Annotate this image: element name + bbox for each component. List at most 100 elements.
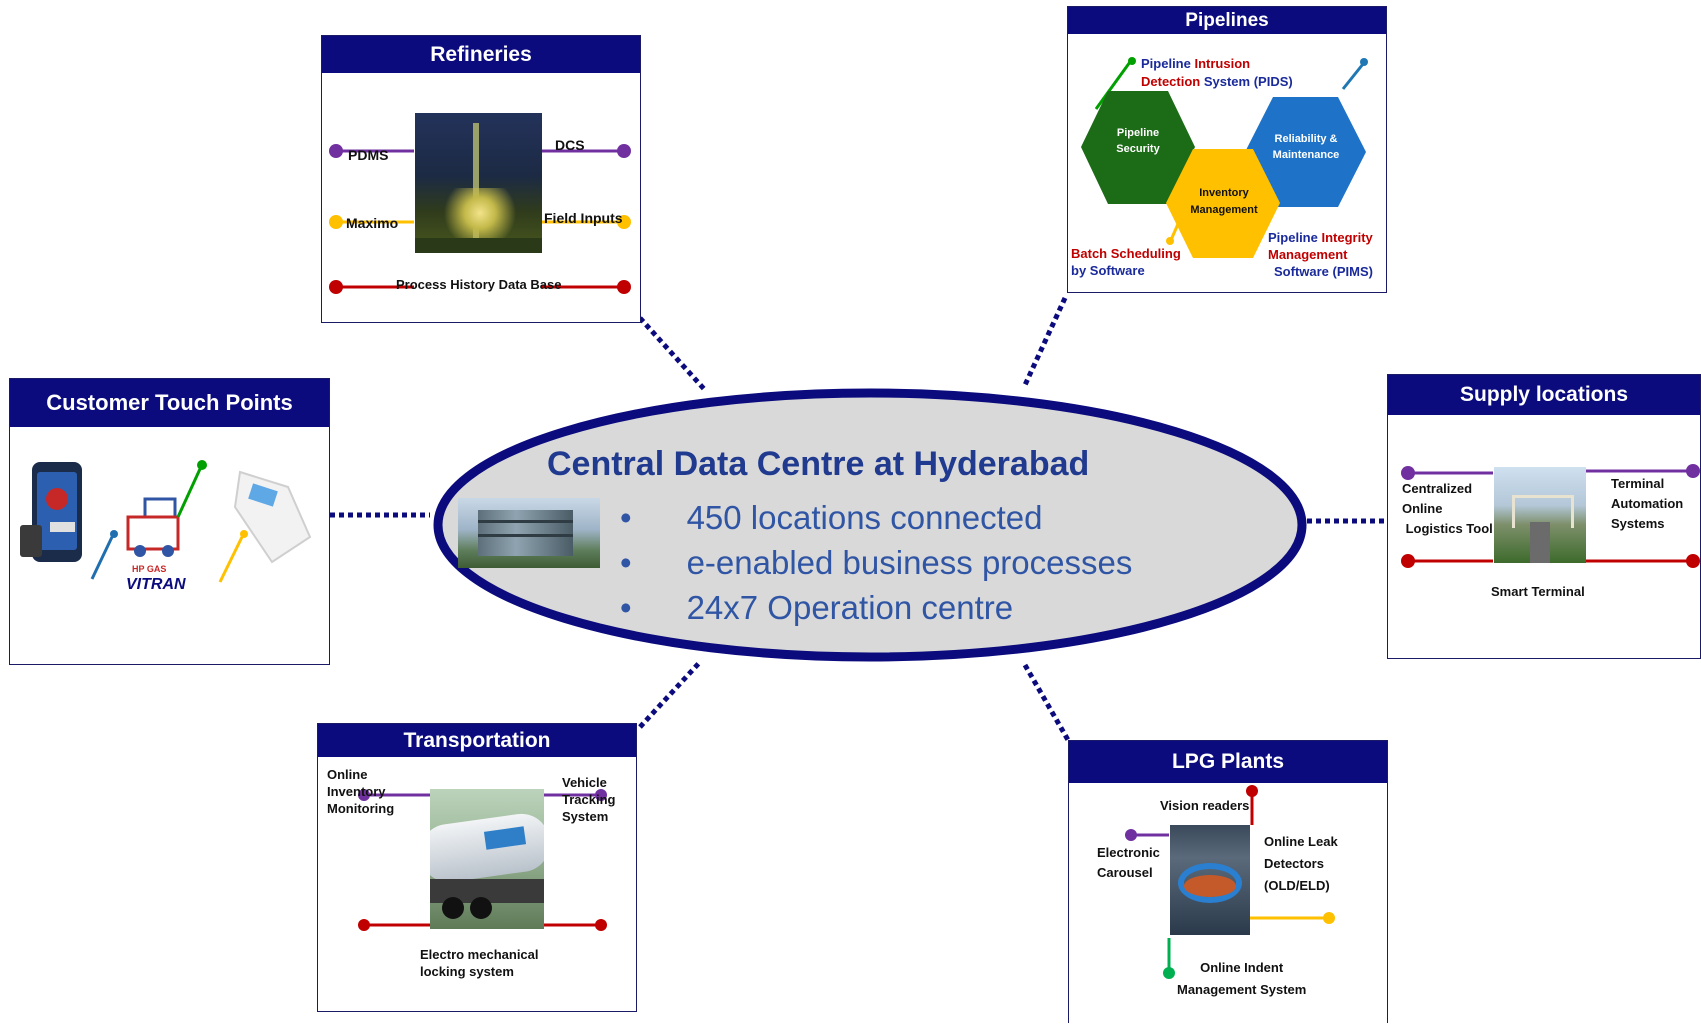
transport-text: locking system bbox=[420, 964, 514, 979]
central-data-centre: Central Data Centre at Hyderabad • 450 l… bbox=[430, 385, 1310, 665]
hex-label-reliability: Reliability &Maintenance bbox=[1258, 131, 1354, 163]
online-indent-label: Online Indent Management System bbox=[1177, 957, 1306, 1001]
supply-locations-card: Supply locations Centralized Online Logi… bbox=[1387, 374, 1701, 659]
tanker-truck-photo bbox=[430, 789, 544, 929]
transport-text: System bbox=[562, 809, 609, 824]
transport-lines bbox=[358, 789, 607, 931]
hp-gas-vitran-logo: HP GAS VITRAN bbox=[126, 497, 186, 593]
pims-text: Management bbox=[1268, 247, 1348, 262]
batch-text: Batch Scheduling bbox=[1071, 246, 1181, 261]
pids-text: Intrusion bbox=[1194, 56, 1251, 71]
lpg-title: LPG Plants bbox=[1069, 741, 1387, 783]
supply-title: Supply locations bbox=[1388, 375, 1700, 415]
hex-text: Inventory bbox=[1199, 187, 1249, 199]
bullet-item: • 24x7 Operation centre bbox=[620, 589, 1014, 626]
lpg-text: Online Indent bbox=[1200, 960, 1284, 975]
central-bullets: • 450 locations connected • e-enabled bu… bbox=[620, 495, 1132, 630]
supply-text: Automation bbox=[1611, 496, 1684, 511]
data-centre-photo bbox=[458, 498, 600, 568]
hex-text: Security bbox=[1116, 143, 1160, 155]
refinery-photo bbox=[415, 113, 542, 253]
label-dcs: DCS bbox=[555, 137, 585, 153]
bullet-item: • 450 locations connected bbox=[620, 499, 1043, 536]
pims-text: Integrity bbox=[1321, 230, 1373, 245]
pos-terminal-icon bbox=[233, 470, 312, 564]
connector-pipelines bbox=[1022, 296, 1068, 387]
lpg-text: Detectors bbox=[1264, 856, 1324, 871]
hex-pipeline-security bbox=[1081, 91, 1195, 204]
lpg-text: Management System bbox=[1177, 982, 1307, 997]
central-title: Central Data Centre at Hyderabad bbox=[547, 445, 1090, 483]
label-pdms: PDMS bbox=[348, 147, 389, 163]
bullet-text: 450 locations connected bbox=[686, 499, 1043, 536]
central-ellipse bbox=[433, 388, 1307, 662]
mobile-phone-icon bbox=[20, 462, 82, 562]
supply-left-label: Centralized Online Logistics Tool bbox=[1402, 479, 1493, 539]
bullet-text: 24x7 Operation centre bbox=[686, 589, 1014, 626]
refineries-title: Refineries bbox=[322, 36, 640, 73]
refineries-lines bbox=[329, 144, 631, 294]
supply-text: Centralized bbox=[1402, 481, 1473, 496]
logo-text: VITRAN bbox=[126, 576, 186, 593]
batch-label: Batch Scheduling by Software bbox=[1071, 245, 1181, 279]
lpg-text: Online Leak bbox=[1264, 834, 1338, 849]
logo-text: HP GAS bbox=[132, 564, 166, 574]
transport-right-label: Vehicle Tracking System bbox=[562, 774, 615, 825]
hex-reliability bbox=[1245, 97, 1366, 207]
transport-bottom-label: Electro mechanical locking system bbox=[420, 946, 539, 980]
pids-text: System (PIDS) bbox=[1200, 74, 1293, 89]
transport-text: Electro mechanical bbox=[420, 947, 539, 962]
supply-right-label: Terminal Automation Systems bbox=[1611, 474, 1683, 534]
label-field-inputs: Field Inputs bbox=[544, 210, 623, 226]
bullet-text: e-enabled business processes bbox=[686, 544, 1133, 581]
lpg-lines bbox=[1125, 785, 1335, 979]
lpg-text: (OLD/ELD) bbox=[1264, 878, 1330, 893]
supply-text: Terminal bbox=[1611, 476, 1665, 491]
label-maximo: Maximo bbox=[346, 215, 399, 231]
hex-text: Pipeline bbox=[1116, 127, 1160, 139]
pims-label: Pipeline Integrity Management Software (… bbox=[1268, 229, 1373, 280]
pids-label: Pipeline Intrusion Detection System (PID… bbox=[1141, 55, 1293, 91]
transportation-card: Transportation Online Inventory Monitori… bbox=[317, 723, 637, 1012]
transport-text: Online bbox=[327, 767, 368, 782]
refineries-card: Refineries PDMS Maximo DCS Field Inputs … bbox=[321, 35, 641, 323]
customer-icons: HP GAS VITRAN bbox=[20, 460, 312, 593]
customer-title: Customer Touch Points bbox=[10, 379, 329, 427]
hex-inventory bbox=[1166, 149, 1280, 258]
customer-touch-points-card: Customer Touch Points HP GAS VITRAN bbox=[9, 378, 330, 665]
pipelines-card: Pipelines Pipeline Intrusion Detection S… bbox=[1067, 6, 1387, 293]
leak-detectors-label: Online Leak Detectors (OLD/ELD) bbox=[1264, 831, 1338, 897]
hex-text: Maintenance bbox=[1272, 149, 1340, 161]
batch-text: by Software bbox=[1071, 263, 1145, 278]
transport-left-label: Online Inventory Monitoring bbox=[327, 766, 394, 817]
vision-readers-label: Vision readers bbox=[1160, 798, 1250, 813]
lpg-carousel-photo bbox=[1170, 825, 1250, 935]
transport-text: Vehicle bbox=[562, 775, 607, 790]
supply-text: Systems bbox=[1611, 516, 1665, 531]
pims-text: Software (PIMS) bbox=[1274, 264, 1373, 279]
connector-lpg bbox=[1022, 663, 1071, 742]
supply-text: Online bbox=[1402, 501, 1443, 516]
electronic-carousel-label: Electronic Carousel bbox=[1097, 843, 1160, 883]
connector-refineries bbox=[638, 316, 707, 392]
lpg-text: Electronic bbox=[1097, 845, 1160, 860]
transport-text: Monitoring bbox=[327, 801, 395, 816]
pipelines-hex-diagram bbox=[1081, 57, 1368, 258]
bullet-item: • e-enabled business processes bbox=[620, 544, 1133, 581]
terminal-gate-photo bbox=[1494, 467, 1586, 563]
label-process-history: Process History Data Base bbox=[396, 277, 562, 292]
supply-text: Logistics Tool bbox=[1402, 521, 1493, 536]
transport-text: Inventory bbox=[327, 784, 386, 799]
pids-text: Pipeline bbox=[1141, 56, 1195, 71]
connector-transport bbox=[638, 660, 702, 729]
smart-terminal-label: Smart Terminal bbox=[1491, 584, 1585, 599]
transport-text: Tracking bbox=[562, 792, 616, 807]
transport-title: Transportation bbox=[318, 724, 636, 757]
pims-text: Pipeline bbox=[1268, 230, 1322, 245]
hex-text: Management bbox=[1190, 204, 1258, 216]
pipelines-title: Pipelines bbox=[1068, 7, 1386, 34]
supply-lines bbox=[1401, 464, 1700, 568]
pids-text: Detection bbox=[1141, 74, 1201, 89]
